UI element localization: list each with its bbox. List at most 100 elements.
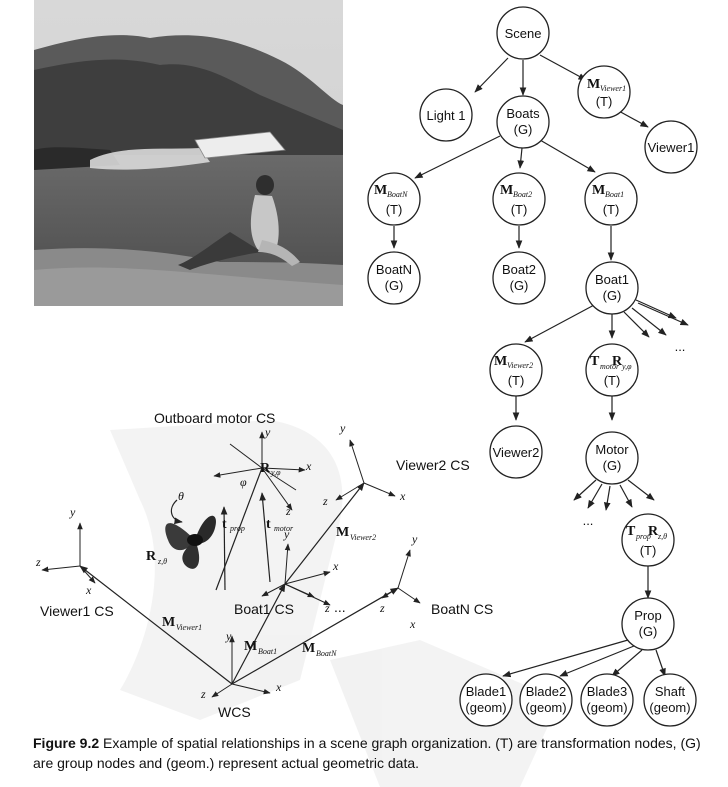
frames-z: z (285, 504, 291, 518)
boat1-cs-frame: y x z Boat1 CS ... (234, 527, 346, 617)
node-blade1: Blade1 (geom) (459, 673, 513, 727)
node-type: (geom) (586, 700, 627, 715)
t-symbol: T (590, 354, 600, 369)
node-boats-type: (G) (514, 122, 533, 137)
node-type: (T) (604, 373, 621, 388)
node-type: (G) (510, 278, 529, 293)
frames-t: t (266, 517, 271, 532)
node-motor-label: Motor (595, 442, 629, 457)
node-boat1-label: Boat1 (595, 272, 629, 287)
node-type: (geom) (465, 700, 506, 715)
graph-nodes: Scene Light 1 Boats (G) M Viewer1 (T) Vi… (367, 6, 698, 727)
node-m-viewer2: M Viewer2 (T) (489, 343, 543, 397)
node-type: (G) (639, 624, 658, 639)
frames-z: z (200, 687, 206, 701)
node-t-prop: T prop R z,θ (T) (621, 513, 675, 567)
frames-R: R (146, 549, 157, 564)
node-shaft: Shaft (geom) (643, 673, 697, 727)
wcs-label: WCS (218, 704, 251, 720)
outboard-motor-cs-frame: y x z φ R y,φ Outboard motor CS (154, 410, 312, 518)
t-subscript: motor (600, 362, 620, 371)
outboard-motor-cs-label: Outboard motor CS (154, 410, 275, 426)
node-type: (G) (603, 458, 622, 473)
node-boat1: Boat1 (G) (585, 261, 639, 315)
node-viewer2-label: Viewer2 (493, 445, 540, 460)
node-boats-label: Boats (506, 106, 540, 121)
coordinate-systems-diagram: y x z WCS y z x Viewer1 CS y z x BoatN C… (35, 410, 493, 720)
frames-y: y (225, 629, 232, 643)
node-type: (geom) (649, 700, 690, 715)
m-subscript: BoatN (387, 190, 408, 199)
boatN-cs-frame: y z x BoatN CS (379, 532, 493, 631)
r-subscript: y,φ (621, 362, 632, 371)
frames-x: x (305, 459, 312, 473)
graph-edges (390, 54, 689, 678)
node-viewer1: Viewer1 (644, 120, 698, 174)
frames-y: y (339, 421, 346, 435)
boat1-cs-label: Boat1 CS (234, 601, 294, 617)
node-boat2: Boat2 (G) (492, 251, 546, 305)
frames-z: z (324, 601, 330, 615)
m-subscript: Viewer2 (507, 361, 533, 370)
frames-sub_ztheta: z,θ (157, 557, 167, 566)
frames-x: x (399, 489, 406, 503)
node-blade2-label: Blade2 (526, 684, 566, 699)
frames-x: x (275, 680, 282, 694)
frames-y: y (283, 527, 290, 541)
node-motor: Motor (G) (585, 431, 639, 485)
node-light1: Light 1 (419, 88, 473, 142)
viewer2-cs-label: Viewer2 CS (396, 457, 470, 473)
frames-dots: ... (334, 599, 346, 615)
frames-sub_prop: prop (229, 524, 245, 533)
m-subscript: Boat2 (513, 190, 532, 199)
node-type: (geom) (525, 700, 566, 715)
node-scene-label: Scene (505, 26, 542, 41)
node-blade3-label: Blade3 (587, 684, 627, 699)
m-symbol: M (592, 183, 605, 198)
viewer1-cs-frame: y z x Viewer1 CS (35, 505, 114, 619)
node-viewer1-label: Viewer1 (648, 140, 695, 155)
propeller-icon: θ R z,θ (146, 489, 216, 569)
node-m-boat1: M Boat1 (T) (584, 172, 638, 226)
frames-z: z (322, 494, 328, 508)
node-shaft-label: Shaft (655, 684, 686, 699)
node-boats: Boats (G) (496, 95, 550, 149)
frames-sub_boat1: Boat1 (258, 647, 277, 656)
node-type: (T) (511, 202, 528, 217)
node-light1-label: Light 1 (426, 108, 465, 123)
frames-sub_viewer2: Viewer2 (350, 533, 376, 542)
ellipsis-boat1: ... (675, 339, 686, 354)
node-type: (G) (385, 278, 404, 293)
node-boatN: BoatN (G) (367, 251, 421, 305)
photo-boat-scene (34, 0, 343, 306)
t-subscript: prop (635, 532, 651, 541)
m-symbol: M (587, 77, 600, 92)
frames-z: z (35, 555, 41, 569)
frames-x: x (409, 617, 416, 631)
r-symbol: R (648, 524, 659, 539)
figure-caption: Figure 9.2 Example of spatial relationsh… (33, 733, 705, 773)
r-symbol: R (612, 354, 623, 369)
boatN-cs-label: BoatN CS (431, 601, 493, 617)
frames-R: R (260, 461, 271, 476)
frames-x: x (332, 559, 339, 573)
frames-M: M (162, 615, 175, 630)
node-type: (T) (386, 202, 403, 217)
caption-text: Example of spatial relationships in a sc… (33, 735, 701, 771)
node-blade1-label: Blade1 (466, 684, 506, 699)
node-prop-label: Prop (634, 608, 661, 623)
wcs-frame: y x z WCS (200, 629, 282, 720)
node-viewer2: Viewer2 (489, 425, 543, 479)
m-subscript: Viewer1 (600, 84, 626, 93)
m-symbol: M (500, 183, 513, 198)
frames-M: M (302, 641, 315, 656)
t-symbol: T (626, 524, 636, 539)
frames-sub_yphi: y,φ (270, 468, 281, 477)
frames-M: M (336, 525, 349, 540)
node-type: (T) (603, 202, 620, 217)
node-t-motor: T motor R y,φ (T) (585, 343, 639, 397)
frames-x: x (85, 583, 92, 597)
frames-y: y (264, 425, 271, 439)
frames-sub_boatN: BoatN (316, 649, 337, 658)
